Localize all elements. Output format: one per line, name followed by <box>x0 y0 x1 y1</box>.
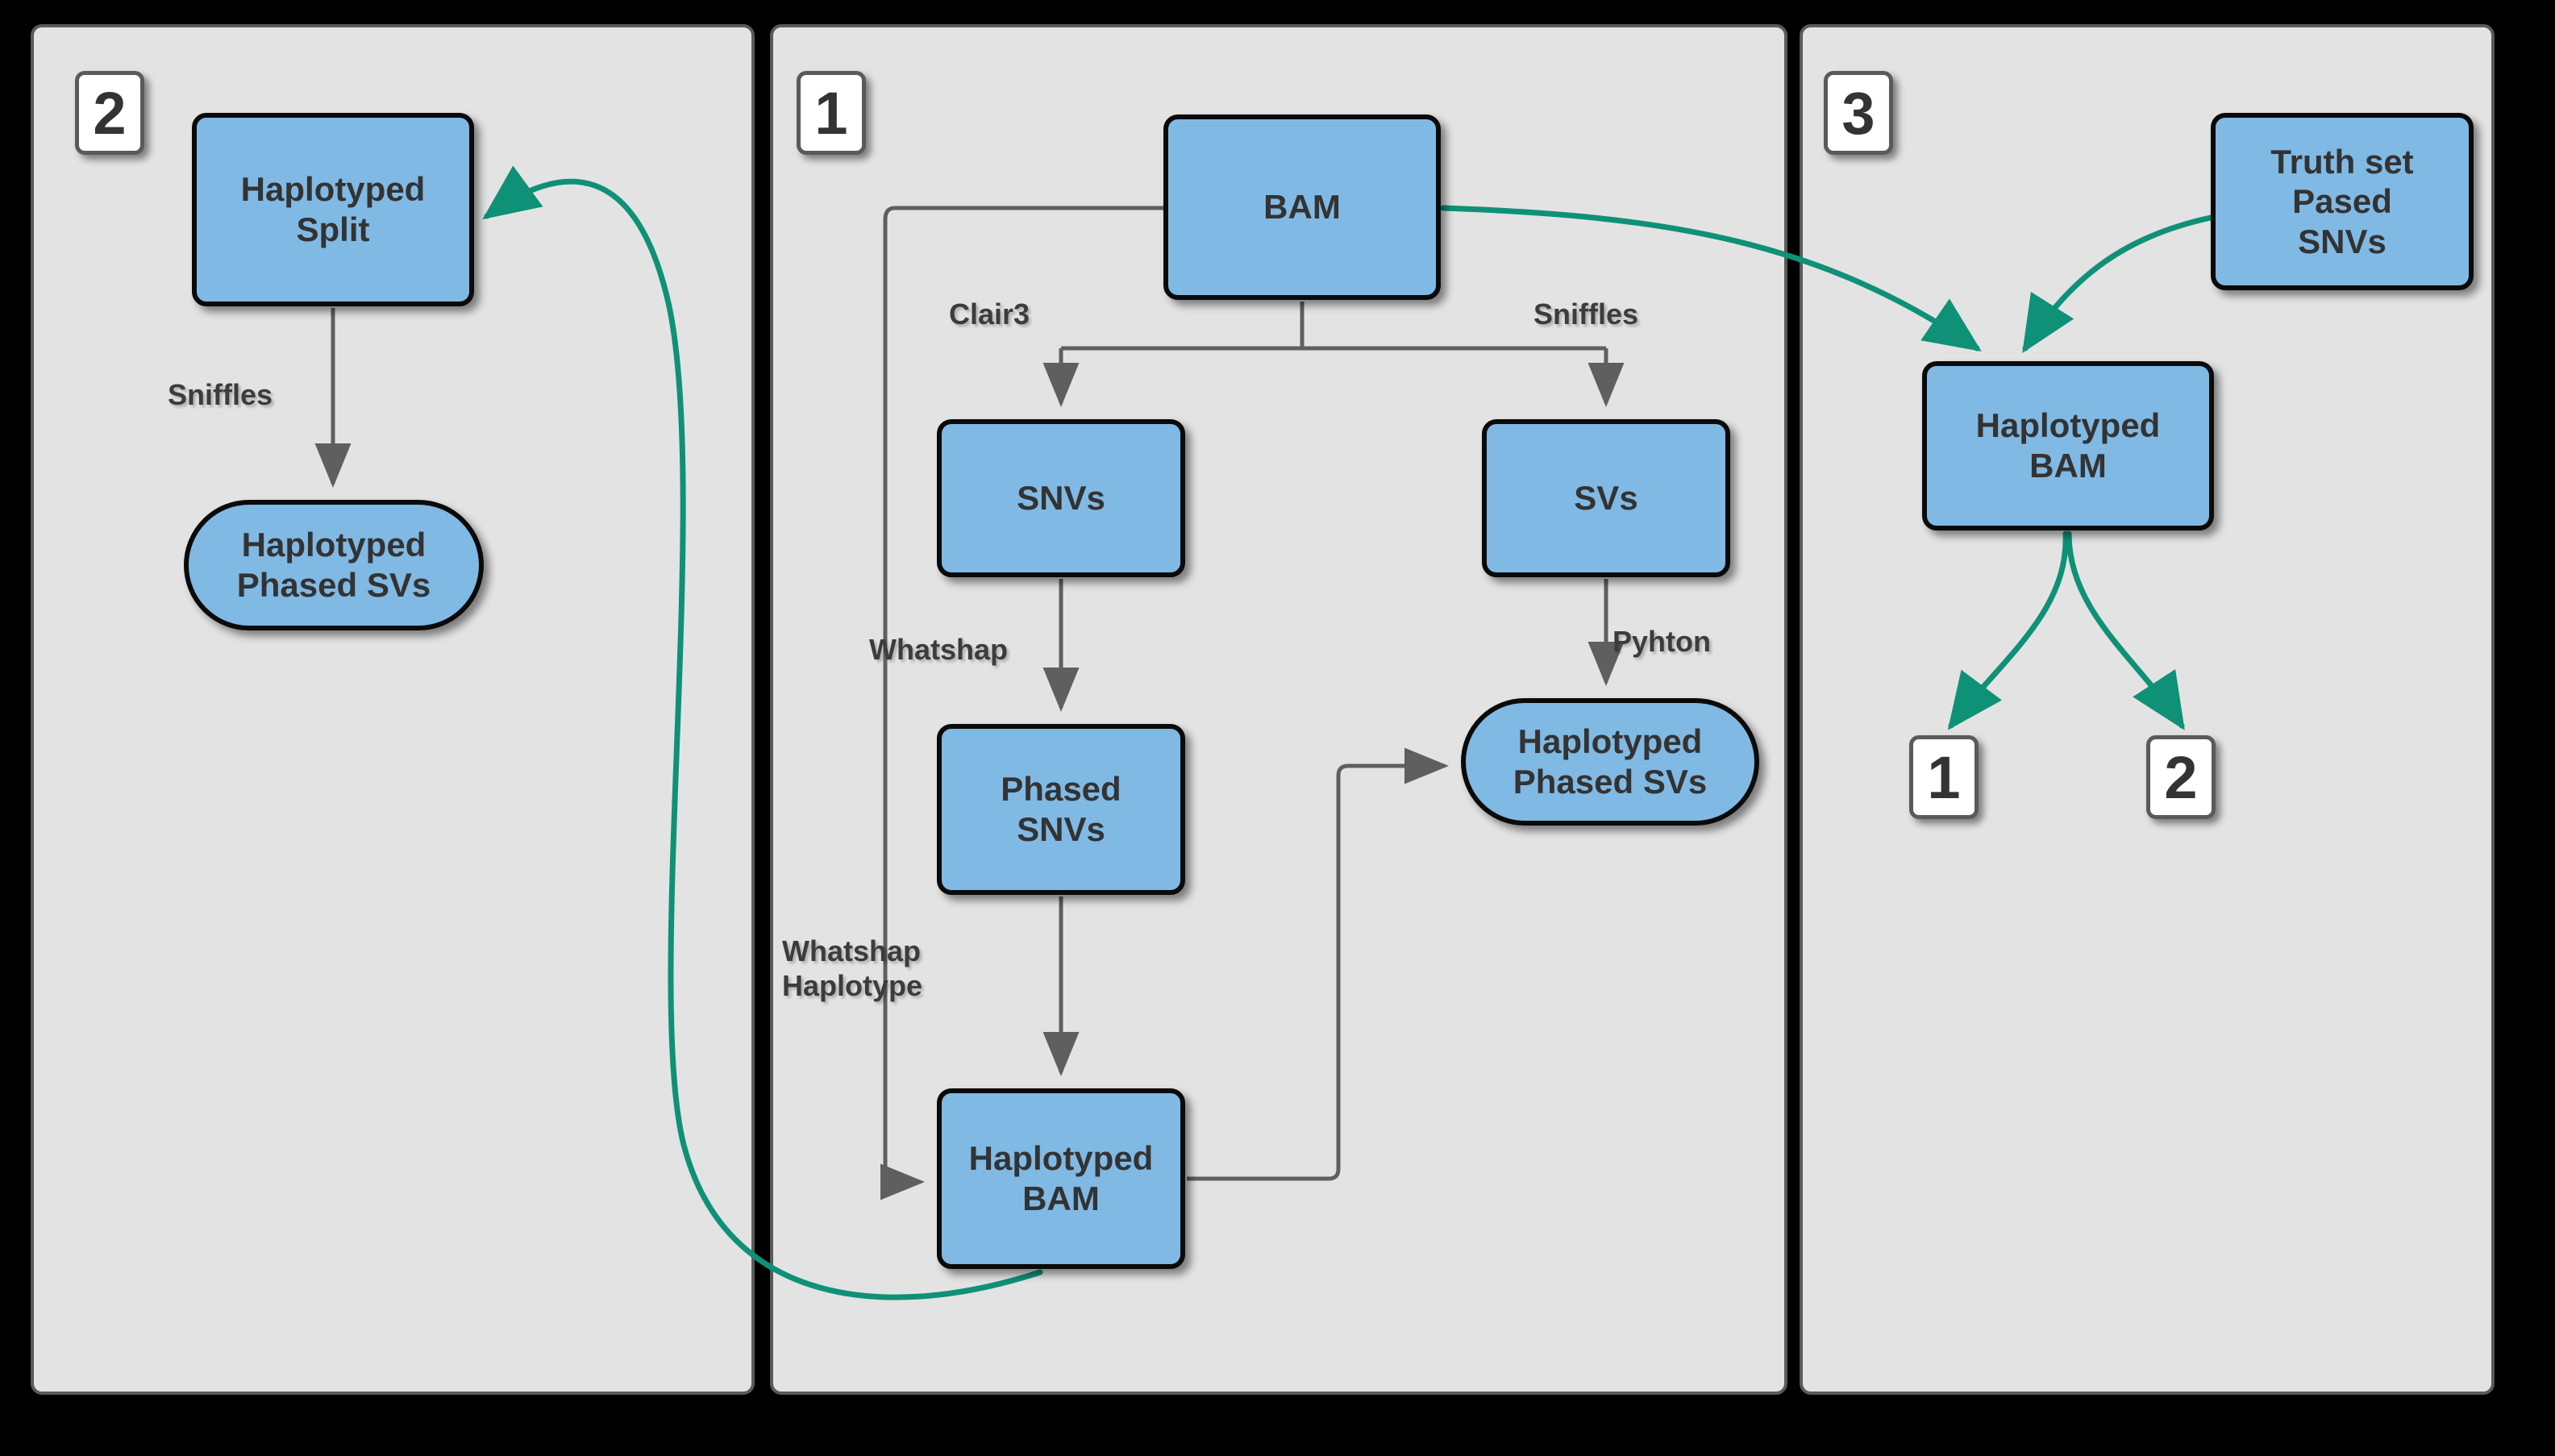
edge-label-sniffles-panel2: Sniffles <box>168 378 273 411</box>
node-haplotyped-phased-svs-panel2[interactable]: Haplotyped Phased SVs <box>184 500 484 630</box>
edge-label-sniffles-panel1: Sniffles <box>1533 297 1639 331</box>
node-haplotyped-split[interactable]: Haplotyped Split <box>192 113 474 306</box>
node-haplotyped-phased-svs-panel2-label: Haplotyped Phased SVs <box>236 526 431 604</box>
node-haplotyped-split-label: Haplotyped Split <box>240 170 426 248</box>
node-haplotyped-bam-panel3[interactable]: Haplotyped BAM <box>1922 361 2214 530</box>
node-phased-snvs-label: Phased SNVs <box>1001 770 1121 848</box>
node-snvs[interactable]: SNVs <box>937 419 1185 577</box>
node-bam-label: BAM <box>1263 188 1341 227</box>
node-truth-set-pased-snvs[interactable]: Truth set Pased SNVs <box>2211 113 2474 290</box>
edge-label-whatshap: Whatshap <box>869 633 1009 666</box>
node-phased-snvs[interactable]: Phased SNVs <box>937 724 1185 895</box>
node-svs-label: SVs <box>1574 479 1638 518</box>
node-svs[interactable]: SVs <box>1482 419 1730 577</box>
node-snvs-label: SNVs <box>1017 479 1105 518</box>
panel-1-badge: 1 <box>797 71 866 155</box>
output-badge-2: 2 <box>2146 735 2216 819</box>
node-haplotyped-bam-panel1[interactable]: Haplotyped BAM <box>937 1088 1185 1269</box>
output-badge-1: 1 <box>1909 735 1979 819</box>
edge-label-pyhton: Pyhton <box>1612 625 1711 658</box>
panel-3-badge: 3 <box>1824 71 1893 155</box>
node-bam[interactable]: BAM <box>1163 114 1441 300</box>
node-haplotyped-phased-svs-panel1-label: Haplotyped Phased SVs <box>1513 722 1708 801</box>
node-haplotyped-phased-svs-panel1[interactable]: Haplotyped Phased SVs <box>1461 698 1759 826</box>
panel-2-badge: 2 <box>75 71 144 155</box>
edge-label-whatshap-haplotype: Whatshap Haplotype <box>782 934 923 1003</box>
edge-label-clair3: Clair3 <box>949 297 1030 331</box>
node-truth-set-pased-snvs-label: Truth set Pased SNVs <box>2270 142 2414 260</box>
node-haplotyped-bam-panel3-label: Haplotyped BAM <box>1975 406 2161 485</box>
node-haplotyped-bam-panel1-label: Haplotyped BAM <box>968 1139 1154 1217</box>
